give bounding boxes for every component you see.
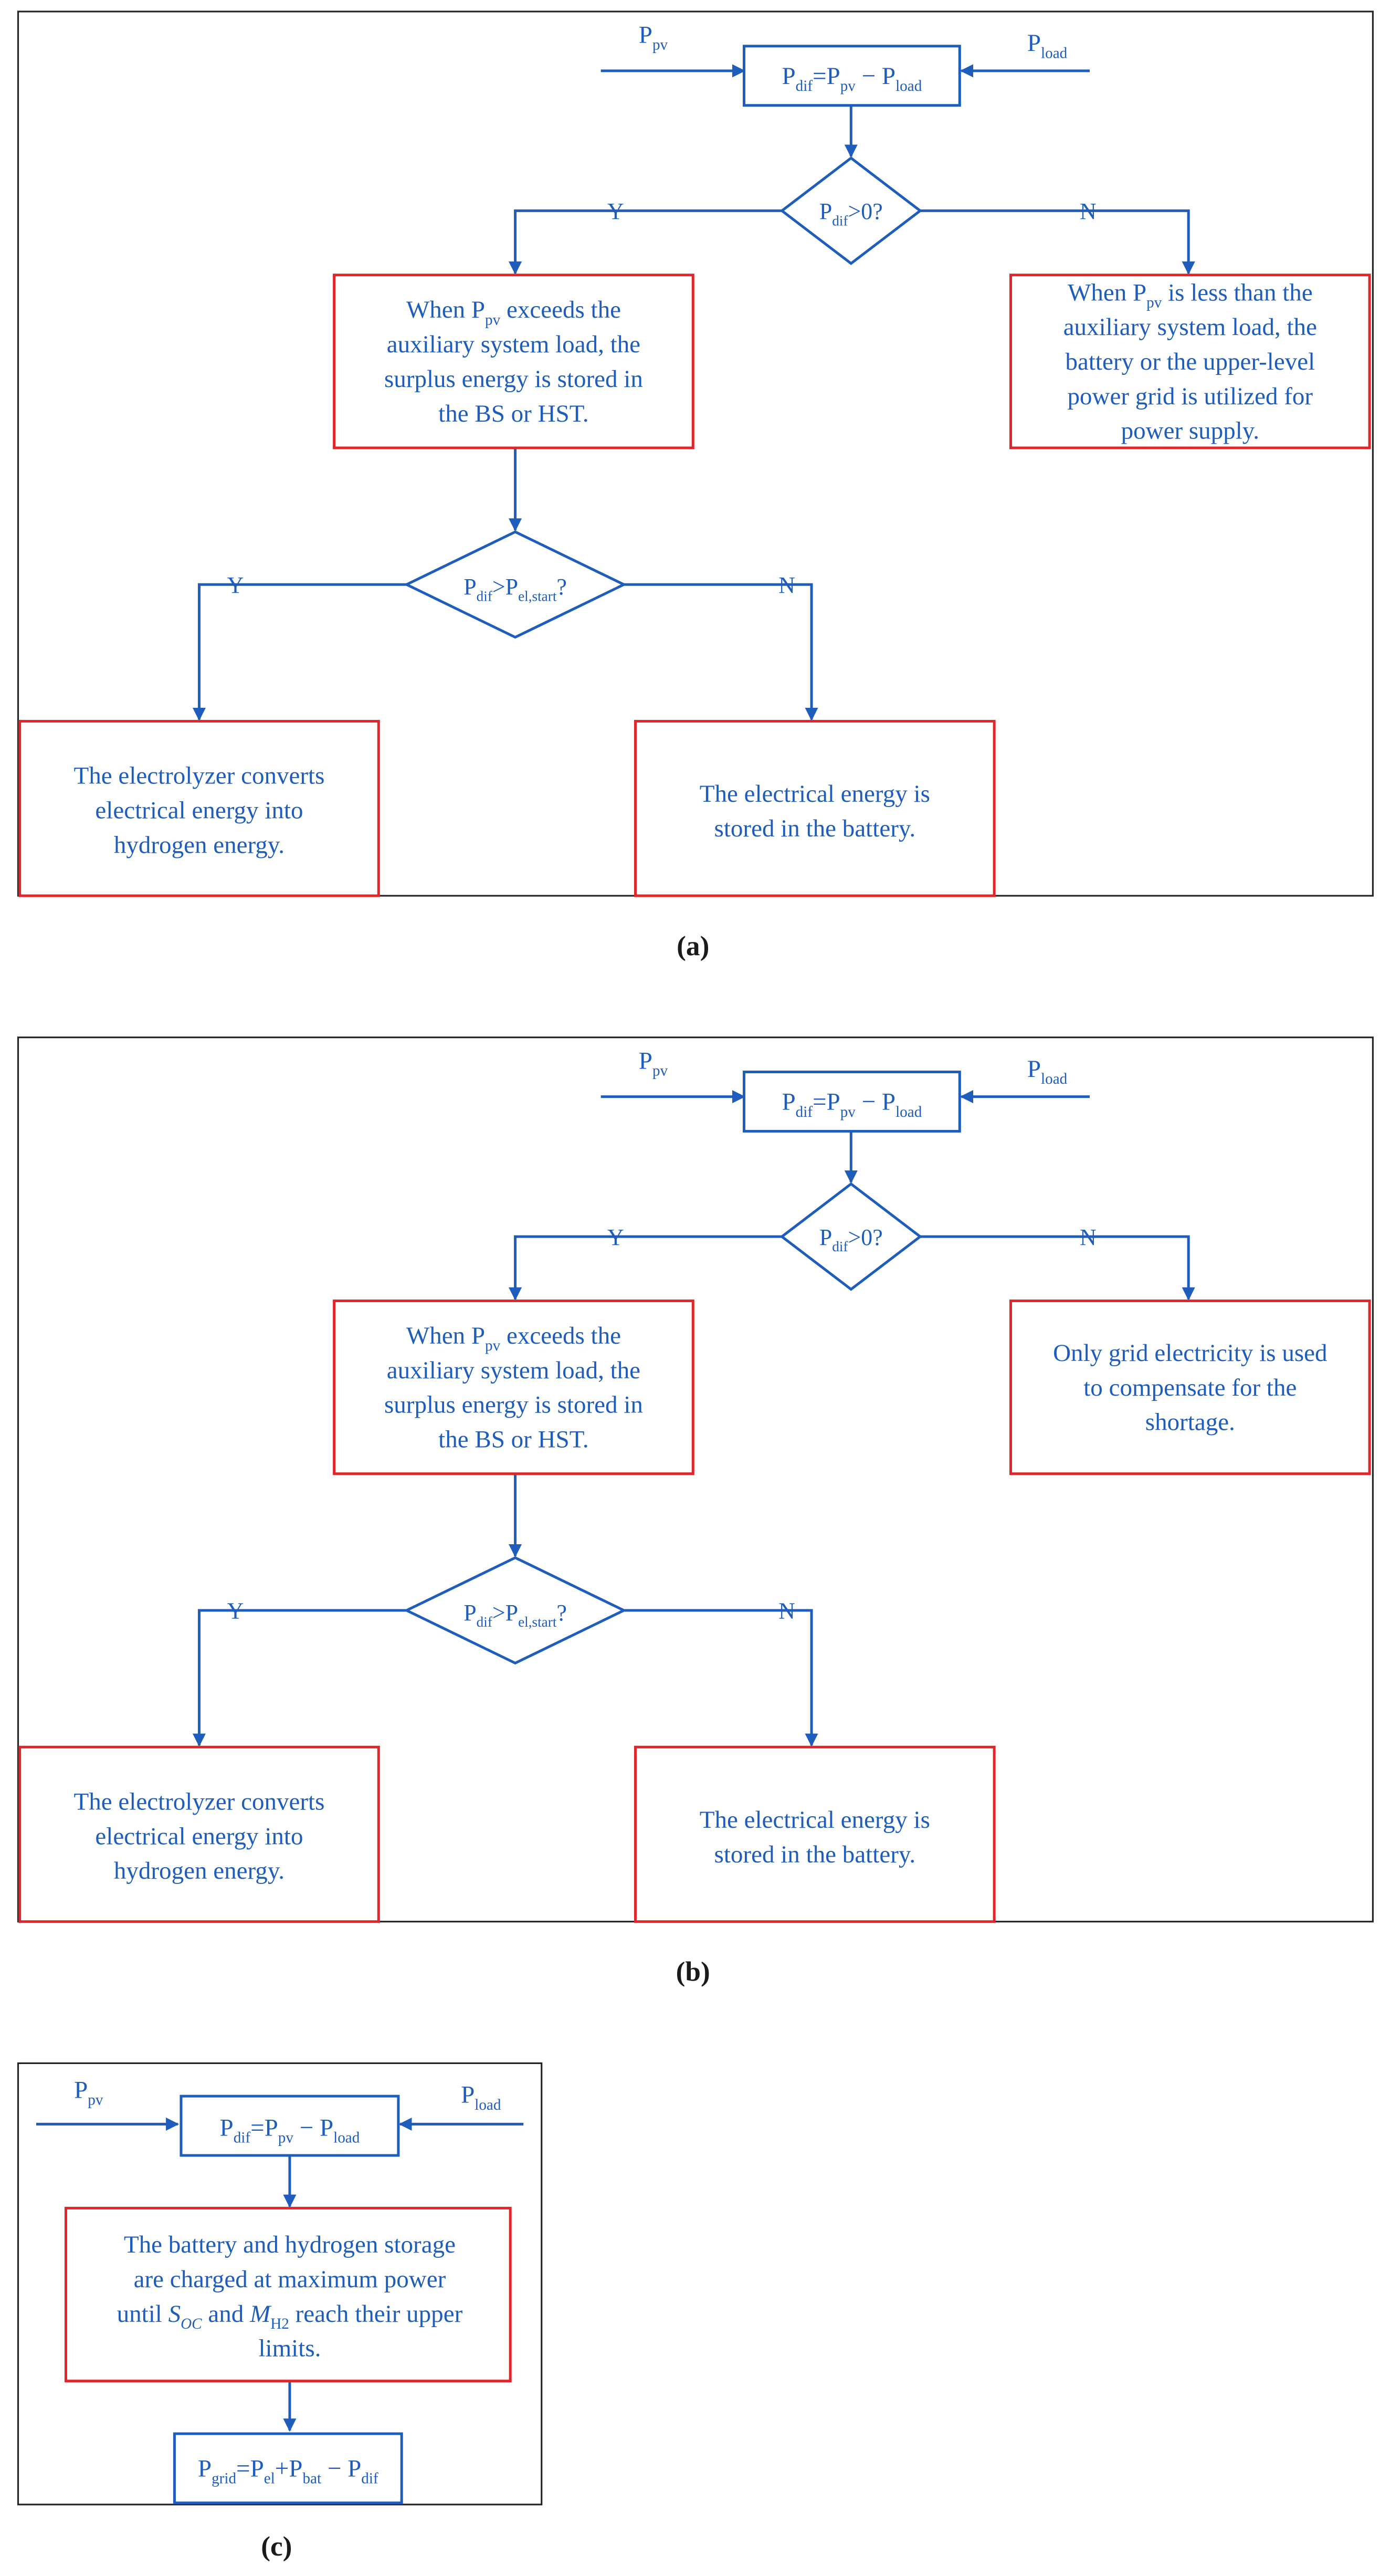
panel-a-surplus-box (333, 274, 694, 449)
panel-b-deficit-box (1009, 1299, 1371, 1475)
panel-b-yes2-label: Y (227, 1599, 244, 1624)
panel-b-caption: (b) (676, 1956, 710, 1987)
panel-a-yes2-label: Y (227, 573, 244, 598)
panel-c-charging-text-line-2: are charged at maximum power (134, 2266, 446, 2293)
panel-b-surplus-text-line-4: the BS or HST. (438, 1426, 589, 1453)
panel-a-decision1-label: Pdif>0? (819, 199, 883, 228)
panel-a-deficit-text-line-1: When Ppv is less than the (1068, 279, 1313, 311)
panel-b-surplus-box (333, 1299, 694, 1475)
panel-a-electrolyzer-text-line-1: The electrolyzer converts (74, 762, 325, 790)
panel-a-decision1-diamond (779, 156, 923, 265)
panel-b-battery-box (634, 1745, 996, 1923)
panel-a-electrolyzer-text-line-3: hydrogen energy. (114, 831, 284, 858)
panel-a-arrow-yes1 (509, 209, 782, 275)
panel-b-arrow-yes2 (192, 1609, 407, 1747)
panel-a-caption: (a) (677, 930, 709, 961)
panel-b-decision1-label: Pdif>0? (819, 1225, 883, 1254)
panel-a-electrolyzer-box (18, 720, 380, 897)
panel-b-surplus-text-line-2: auxiliary system load, the (387, 1357, 640, 1384)
panel-c-charging-text-line-4: limits. (258, 2335, 321, 2362)
panel-a-arrow-yes2 (192, 583, 407, 721)
panel-b-input-pv: Ppv (639, 1047, 668, 1079)
panel-a-deficit-text-line-2: auxiliary system load, the (1063, 313, 1317, 341)
panel-a-deficit-text-line-5: power supply. (1121, 417, 1259, 445)
panel-b-electrolyzer-text-line-3: hydrogen energy. (114, 1857, 284, 1884)
panel-c-difference-formula: Pdif=Ppv − Pload (220, 2114, 360, 2146)
panel-c-charging-text-line-1: The battery and hydrogen storage (124, 2231, 456, 2258)
panel-b-input-load: Pload (1027, 1055, 1068, 1087)
panel-b-arrow-no1 (920, 1235, 1195, 1301)
panel-a-surplus-text-line-3: surplus energy is stored in (384, 365, 643, 393)
panel-b-yes1-label: Y (607, 1225, 624, 1250)
panel-b-decision1-diamond (779, 1182, 923, 1291)
panel-c-grid-formula: Pgrid=Pel+Pbat − Pdif (198, 2455, 378, 2487)
panel-a-decision2-label: Pdif>Pel,start? (463, 574, 567, 604)
panel-a-difference-formula: Pdif=Ppv − Pload (782, 62, 922, 95)
panel-c-charging-box (64, 2206, 512, 2383)
panel-b-surplus-text-line-1: When Ppv exceeds the (406, 1322, 621, 1354)
panel-a-arrow-no2 (624, 583, 818, 721)
panel-b-no1-label: N (1080, 1225, 1097, 1250)
panel-b-battery-text-line-1: The electrical energy is (700, 1806, 930, 1834)
panel-b-decision2-diamond (403, 1556, 627, 1665)
panel-c-input-pv: Ppv (74, 2076, 103, 2108)
panel-c-charging-text-line-3: until SOC and MH2 reach their upper (117, 2300, 463, 2332)
panel-b-surplus-text-line-3: surplus energy is stored in (384, 1391, 643, 1419)
panel-b-electrolyzer-text-line-1: The electrolyzer converts (74, 1788, 325, 1815)
panel-c-frame (17, 2062, 543, 2506)
panel-c-caption: (c) (261, 2530, 292, 2562)
panel-b-deficit-text-line-3: shortage. (1145, 1409, 1235, 1436)
panel-a-battery-text-line-2: stored in the battery. (714, 815, 916, 842)
panel-b-difference-box (742, 1071, 961, 1133)
panel-b-no2-label: N (778, 1599, 795, 1624)
panel-a-difference-box (742, 45, 961, 107)
panel-b-arrow-no2 (624, 1609, 818, 1747)
panel-b-decision2-label: Pdif>Pel,start? (463, 1600, 567, 1630)
panel-b-arrow-yes1 (509, 1235, 782, 1301)
panel-a-yes1-label: Y (607, 199, 624, 224)
panel-c-difference-box (180, 2095, 400, 2157)
panel-a-deficit-box (1009, 274, 1371, 449)
panel-a-decision2-diamond (403, 530, 627, 639)
panel-b-deficit-text-line-1: Only grid electricity is used (1053, 1339, 1327, 1367)
panel-a-electrolyzer-text-line-2: electrical energy into (95, 797, 303, 824)
panel-a-battery-text-line-1: The electrical energy is (700, 780, 930, 808)
panel-a-arrow-no1 (920, 209, 1195, 275)
panel-a-no2-label: N (778, 573, 795, 598)
panel-a-surplus-text-line-2: auxiliary system load, the (387, 331, 640, 358)
panel-a-surplus-text-line-4: the BS or HST. (438, 400, 589, 427)
panel-a-no1-label: N (1080, 199, 1097, 224)
panel-a-surplus-text-line-1: When Ppv exceeds the (406, 296, 621, 328)
panel-c-input-load: Pload (461, 2081, 501, 2113)
panel-a-deficit-text-line-4: power grid is utilized for (1068, 383, 1313, 410)
panel-a-input-pv: Ppv (639, 22, 668, 54)
panel-b-electrolyzer-text-line-2: electrical energy into (95, 1823, 303, 1850)
panel-b-difference-formula: Pdif=Ppv − Pload (782, 1088, 922, 1121)
panel-c-grid-box (173, 2432, 403, 2505)
panel-a-deficit-text-line-3: battery or the upper-level (1065, 348, 1315, 375)
panel-a-battery-box (634, 720, 996, 897)
panel-b-battery-text-line-2: stored in the battery. (714, 1841, 916, 1868)
panel-b-electrolyzer-box (18, 1745, 380, 1923)
panel-b-deficit-text-line-2: to compensate for the (1083, 1374, 1297, 1401)
panel-a-input-load: Pload (1027, 29, 1068, 61)
